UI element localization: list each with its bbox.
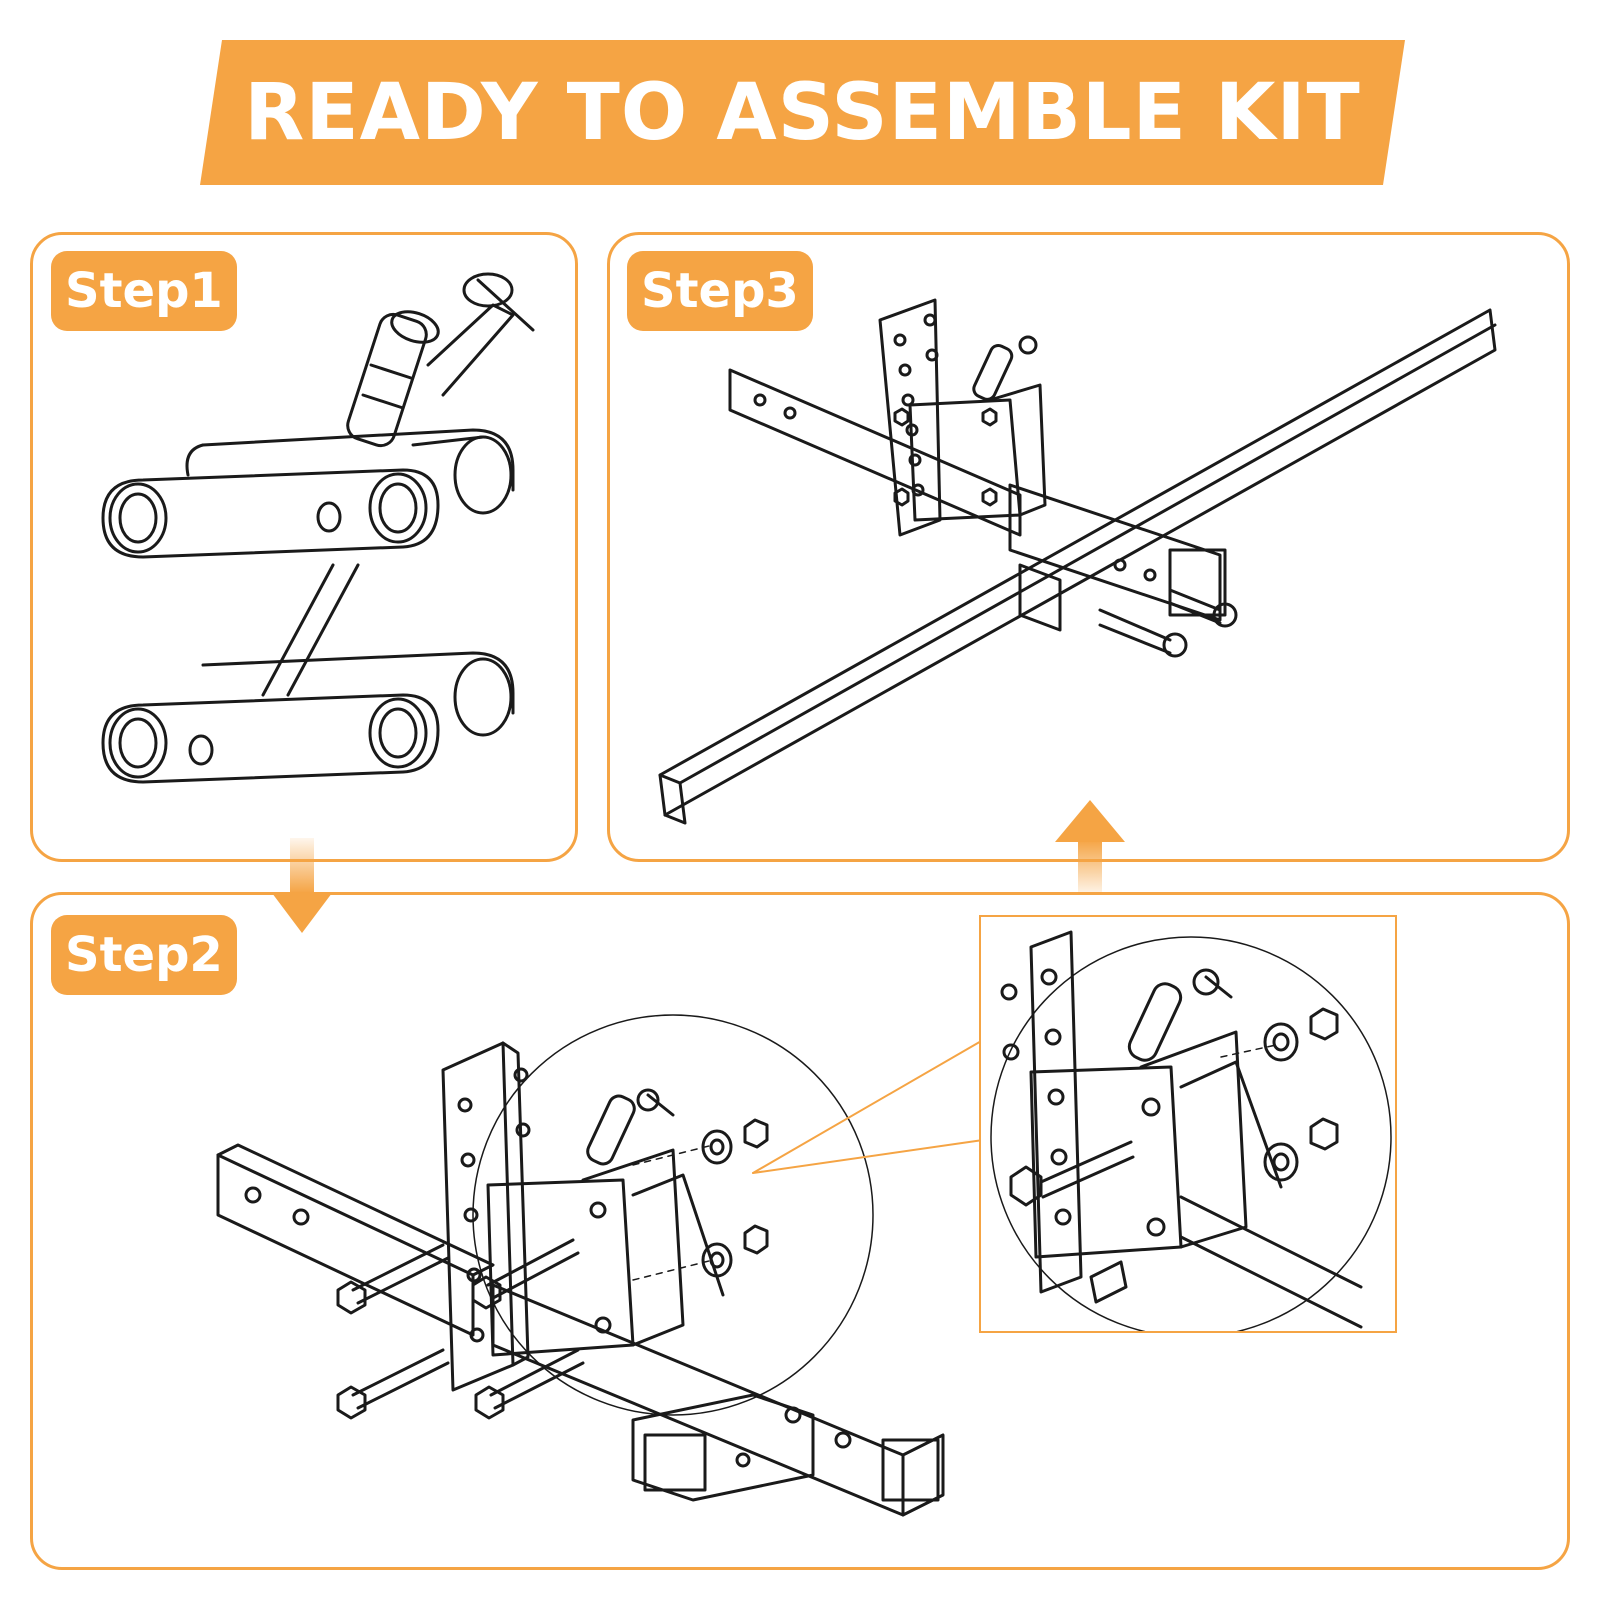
step3-hitch-assembly-drawing: [610, 235, 1570, 862]
banner-shape: [200, 40, 1405, 185]
detail-zoom-box: [979, 915, 1397, 1333]
arrow-down-icon: [272, 838, 332, 933]
step1-shackle-drawing: [33, 235, 578, 862]
step3-badge: Step3: [627, 251, 813, 331]
detail-zoom-drawing: [981, 917, 1397, 1333]
step1-badge: Step1: [51, 251, 237, 331]
step2-badge: Step2: [51, 915, 237, 995]
step3-panel: Step3: [607, 232, 1570, 862]
title-banner: READY TO ASSEMBLE KIT: [200, 40, 1405, 185]
page-title: READY TO ASSEMBLE KIT: [244, 67, 1361, 158]
step2-bracket-install-drawing: [33, 895, 1570, 1570]
arrow-up-icon: [1055, 800, 1125, 895]
step1-panel: Step1: [30, 232, 578, 862]
magnify-circle: [473, 1015, 873, 1415]
